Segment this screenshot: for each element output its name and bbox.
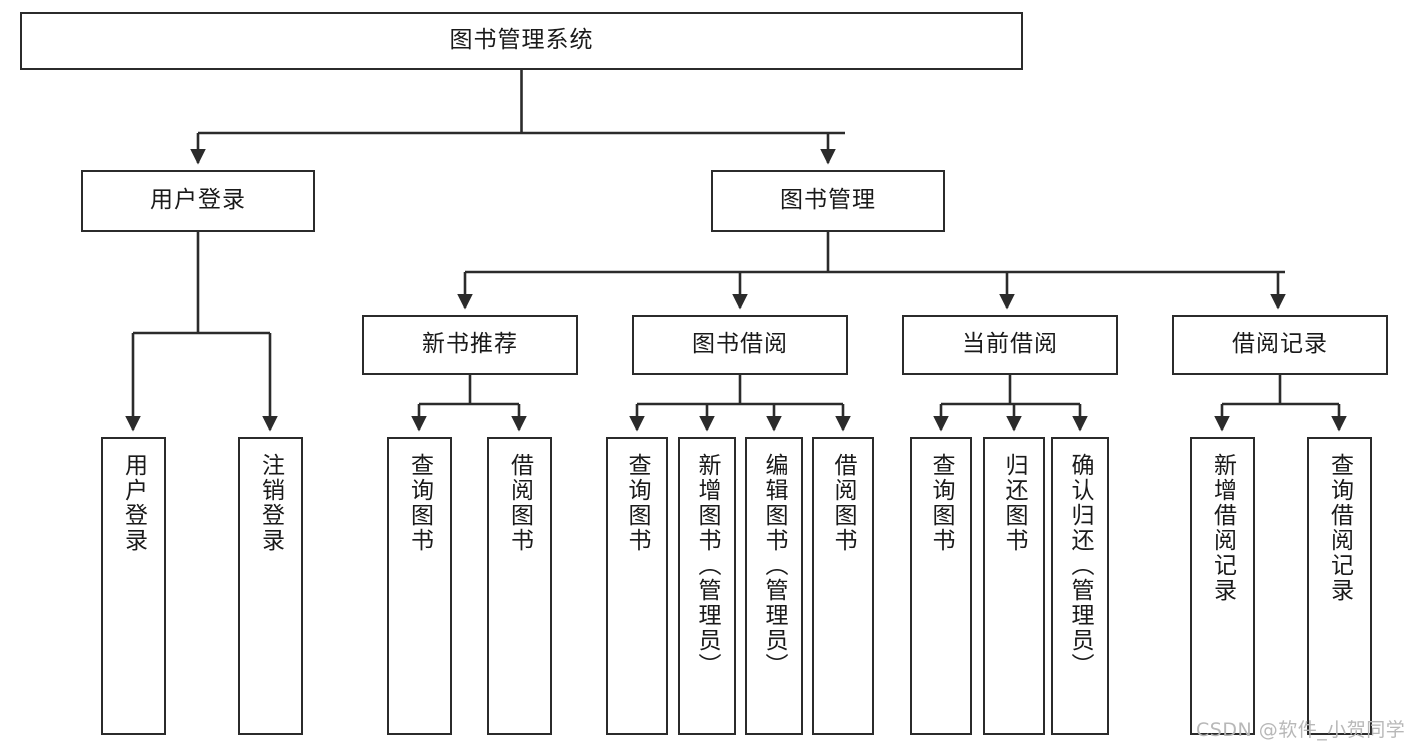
node-label: 查询图书 (624, 453, 651, 553)
node-leaf-add-borrow-record[interactable]: 新增借阅记录 (1190, 437, 1255, 735)
node-leaf-borrow-book-1[interactable]: 借阅图书 (487, 437, 552, 735)
node-label: 查询借阅记录 (1326, 453, 1353, 603)
node-leaf-user-login[interactable]: 用户登录 (101, 437, 166, 735)
node-leaf-query-book-1[interactable]: 查询图书 (387, 437, 452, 735)
csdn-watermark: CSDN @软件_小贺同学 (1196, 719, 1405, 741)
node-label: 编辑图书（管理员） (761, 453, 788, 678)
node-label: 借阅图书 (830, 453, 857, 553)
node-leaf-user-logout[interactable]: 注销登录 (238, 437, 303, 735)
node-label: 图书借阅 (692, 331, 788, 358)
node-label: 归还图书 (1001, 453, 1028, 553)
node-label: 借阅记录 (1232, 331, 1328, 358)
node-label: 新增图书（管理员） (694, 453, 721, 678)
node-label: 注销登录 (257, 453, 284, 553)
node-leaf-edit-book[interactable]: 编辑图书（管理员） (745, 437, 803, 735)
node-user-login[interactable]: 用户登录 (81, 170, 315, 232)
node-leaf-confirm-return[interactable]: 确认归还（管理员） (1051, 437, 1109, 735)
node-leaf-query-book-2[interactable]: 查询图书 (606, 437, 668, 735)
node-current-borrow[interactable]: 当前借阅 (902, 315, 1118, 375)
node-label: 用户登录 (120, 453, 147, 553)
node-borrow-record[interactable]: 借阅记录 (1172, 315, 1388, 375)
node-book-borrow[interactable]: 图书借阅 (632, 315, 848, 375)
node-label: 新书推荐 (422, 331, 518, 358)
node-label: 借阅图书 (506, 453, 533, 553)
node-leaf-add-book[interactable]: 新增图书（管理员） (678, 437, 736, 735)
node-label: 查询图书 (928, 453, 955, 553)
node-label: 用户登录 (150, 187, 246, 214)
node-label: 图书管理 (780, 187, 876, 214)
node-label: 确认归还（管理员） (1067, 453, 1094, 678)
node-book-manage[interactable]: 图书管理 (711, 170, 945, 232)
node-label: 当前借阅 (962, 331, 1058, 358)
node-leaf-borrow-book-2[interactable]: 借阅图书 (812, 437, 874, 735)
node-label: 查询图书 (406, 453, 433, 553)
node-label: 新增借阅记录 (1209, 453, 1236, 603)
node-leaf-return-book[interactable]: 归还图书 (983, 437, 1045, 735)
node-root-system[interactable]: 图书管理系统 (20, 12, 1023, 70)
node-leaf-query-book-3[interactable]: 查询图书 (910, 437, 972, 735)
node-leaf-query-borrow-record[interactable]: 查询借阅记录 (1307, 437, 1372, 735)
node-new-book-recommend[interactable]: 新书推荐 (362, 315, 578, 375)
node-label: 图书管理系统 (449, 27, 594, 54)
